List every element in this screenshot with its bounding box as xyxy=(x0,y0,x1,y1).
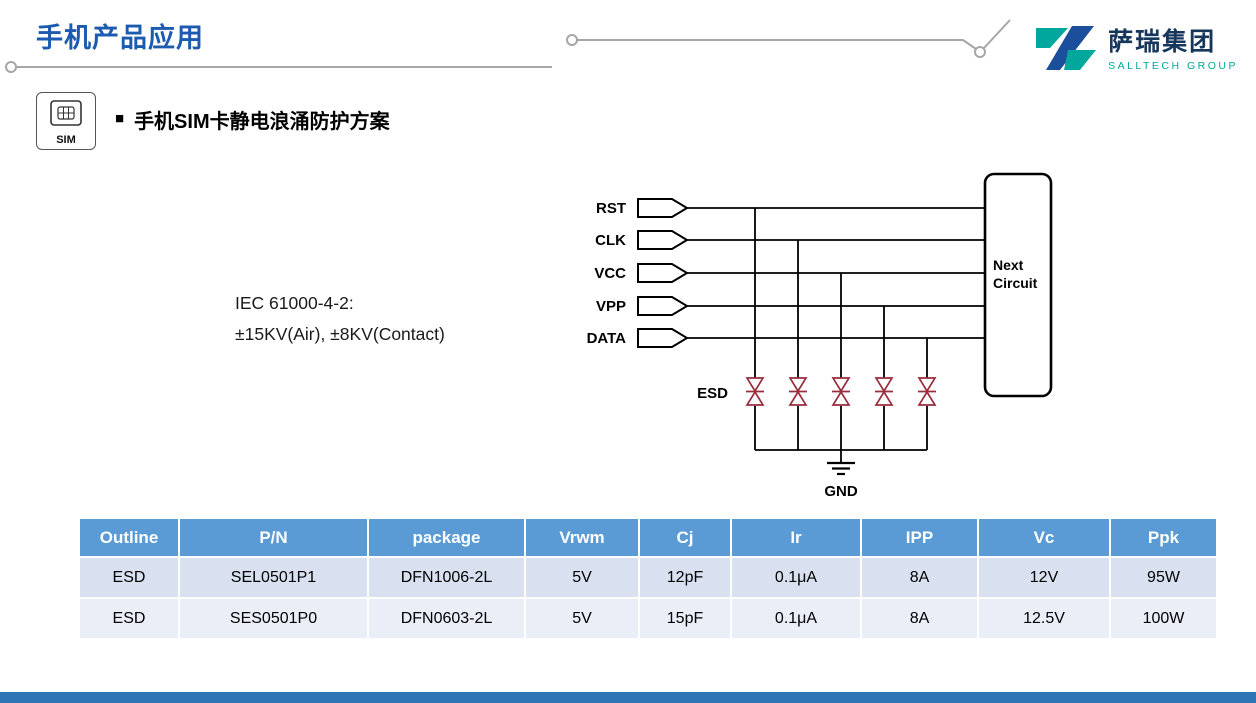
deco-line-diagonal xyxy=(983,19,1011,49)
table-cell: 8A xyxy=(862,599,977,638)
table-cell: 0.1μA xyxy=(732,599,860,638)
bottom-accent-bar xyxy=(0,692,1256,703)
tvs-diode-icon xyxy=(874,377,894,406)
table-cell: 15pF xyxy=(640,599,730,638)
signal-label-rst: RST xyxy=(596,200,626,217)
table-header-cell: Outline xyxy=(80,519,178,556)
table-cell: 12pF xyxy=(640,558,730,597)
table-cell: 95W xyxy=(1111,558,1216,597)
sim-card-badge: SIM xyxy=(36,92,96,150)
spec-table: Outline P/N package Vrwm Cj Ir IPP Vc Pp… xyxy=(80,519,1216,638)
signal-wires xyxy=(687,207,985,339)
company-logo: 萨瑞集团 SALLTECH GROUP xyxy=(1034,22,1238,72)
logo-mark-icon xyxy=(1036,26,1097,70)
tvs-diode-icon xyxy=(745,377,765,406)
deco-circle-right xyxy=(974,46,986,58)
table-header-cell: Vc xyxy=(979,519,1109,556)
table-cell: SEL0501P1 xyxy=(180,558,367,597)
sim-card-icon xyxy=(50,100,82,126)
tvs-diode-icons xyxy=(745,377,937,406)
sim-icon-label: SIM xyxy=(56,134,76,146)
esd-drop-wires xyxy=(754,208,928,463)
signal-label-vcc: VCC xyxy=(594,265,626,282)
signal-label-data: DATA xyxy=(587,330,627,347)
iec-standard-note: IEC 61000-4-2: ±15KV(Air), ±8KV(Contact) xyxy=(235,288,445,349)
table-header-cell: Ir xyxy=(732,519,860,556)
iec-line2: ±15KV(Air), ±8KV(Contact) xyxy=(235,323,445,344)
circuit-diagram: RST CLK VCC VPP DATA xyxy=(587,172,1053,500)
table-header-cell: P/N xyxy=(180,519,367,556)
table-header-cell: IPP xyxy=(862,519,977,556)
section-heading-text: 手机SIM卡静电浪涌防护方案 xyxy=(134,111,390,133)
signal-label-vpp: VPP xyxy=(596,298,626,315)
table-cell: DFN0603-2L xyxy=(369,599,524,638)
table-header-cell: Cj xyxy=(640,519,730,556)
decorative-lines xyxy=(5,19,1011,73)
table-cell: DFN1006-2L xyxy=(369,558,524,597)
iec-line1: IEC 61000-4-2: xyxy=(235,293,354,313)
tvs-diode-icon xyxy=(831,377,851,406)
deco-circle-left xyxy=(5,61,17,73)
ground-symbol-icon xyxy=(827,461,855,476)
deco-line-elbow xyxy=(962,39,977,50)
table-cell: 5V xyxy=(526,599,638,638)
table-header-cell: package xyxy=(369,519,524,556)
tvs-diode-icon xyxy=(917,377,937,406)
table-cell: ESD xyxy=(80,599,178,638)
gnd-label: GND xyxy=(824,483,858,500)
next-circuit-line1: Next xyxy=(993,257,1024,273)
signal-connector-icons xyxy=(637,198,689,348)
table-cell: 100W xyxy=(1111,599,1216,638)
tvs-diode-icon xyxy=(788,377,808,406)
deco-circle-mid xyxy=(566,34,578,46)
logo-subtitle: SALLTECH GROUP xyxy=(1108,60,1238,72)
next-circuit-line2: Circuit xyxy=(993,275,1038,291)
bullet-square-icon: ■ xyxy=(115,110,125,127)
table-header-cell: Vrwm xyxy=(526,519,638,556)
table-cell: 8A xyxy=(862,558,977,597)
esd-label: ESD xyxy=(697,385,728,402)
table-cell: 12V xyxy=(979,558,1109,597)
page-title: 手机产品应用 xyxy=(36,23,204,53)
signal-label-clk: CLK xyxy=(595,232,626,249)
table-cell: ESD xyxy=(80,558,178,597)
table-cell: SES0501P0 xyxy=(180,599,367,638)
next-circuit-box xyxy=(983,172,1053,398)
table-header-cell: Ppk xyxy=(1111,519,1216,556)
logo-name: 萨瑞集团 xyxy=(1108,28,1217,56)
section-heading: ■ 手机SIM卡静电浪涌防护方案 xyxy=(115,105,390,134)
table-cell: 12.5V xyxy=(979,599,1109,638)
table-cell: 0.1μA xyxy=(732,558,860,597)
table-cell: 5V xyxy=(526,558,638,597)
